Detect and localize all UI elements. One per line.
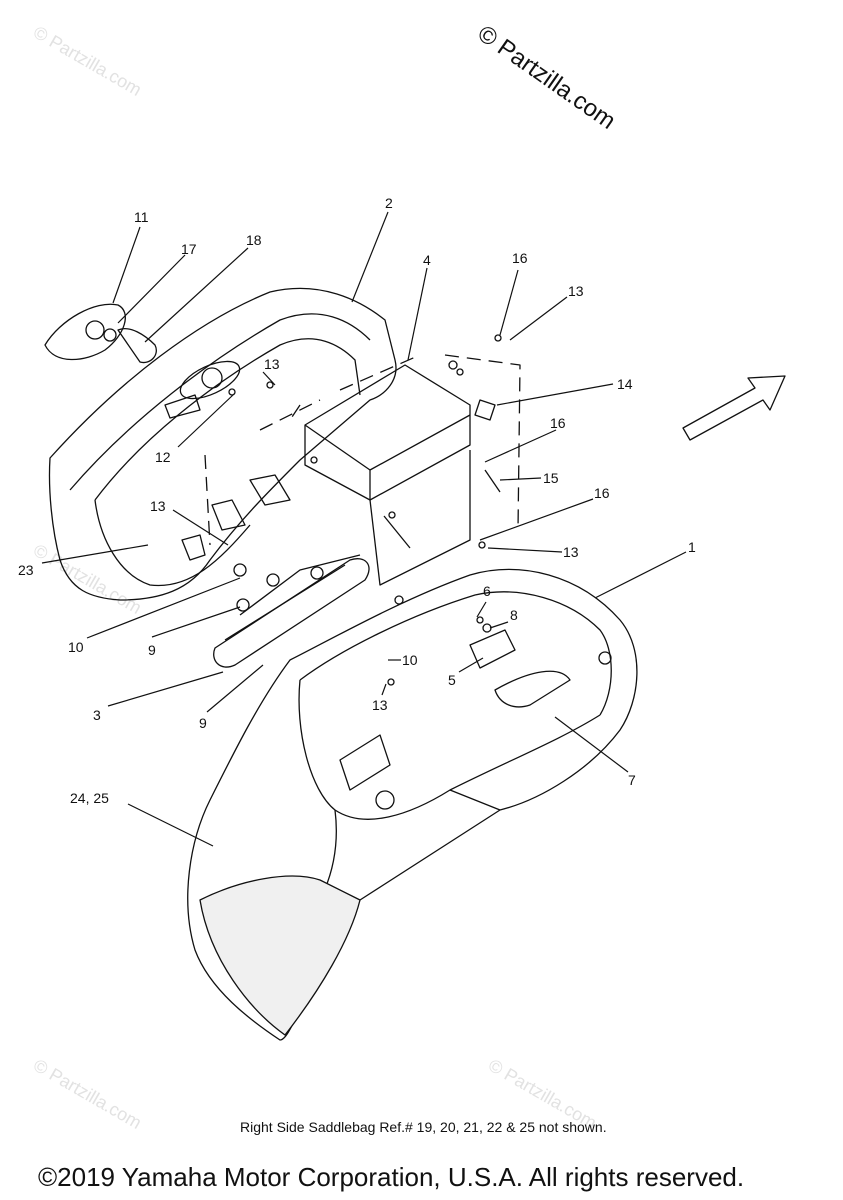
callout-13: 13 [568, 283, 584, 299]
callout-16: 16 [594, 485, 610, 501]
callout-16: 16 [550, 415, 566, 431]
callout-7: 7 [628, 772, 636, 788]
callout-2: 2 [385, 195, 393, 211]
callout-1: 1 [688, 539, 696, 555]
callout-12: 12 [155, 449, 171, 465]
callout-15: 15 [543, 470, 559, 486]
callout-23: 23 [18, 562, 34, 578]
saddlebag-lid [48, 287, 397, 601]
callout-9: 9 [148, 642, 156, 658]
callout-18: 18 [246, 232, 262, 248]
callout-16: 16 [512, 250, 528, 266]
callout-4: 4 [423, 252, 431, 268]
callout-11: 11 [134, 209, 149, 225]
callout-13: 13 [563, 544, 579, 560]
callout-5: 5 [448, 672, 456, 688]
callout-17: 17 [181, 241, 197, 257]
hinge-bar [213, 558, 370, 668]
callout-8: 8 [510, 607, 518, 623]
copyright-notice: ©2019 Yamaha Motor Corporation, U.S.A. A… [38, 1162, 745, 1192]
callout-6: 6 [483, 583, 491, 599]
inner-liner [304, 364, 471, 501]
callout-13: 13 [264, 356, 280, 372]
callout-10: 10 [68, 639, 84, 655]
callout-10: 10 [402, 652, 418, 668]
callout-9: 9 [199, 715, 207, 731]
callout-13: 13 [150, 498, 166, 514]
lock-cover [44, 303, 126, 361]
callout-14: 14 [617, 376, 633, 392]
callout-24-25: 24, 25 [70, 790, 109, 806]
callout-13: 13 [372, 697, 388, 713]
callout-3: 3 [93, 707, 101, 723]
direction-arrow [682, 375, 786, 441]
not-shown-note: Right Side Saddlebag Ref.# 19, 20, 21, 2… [240, 1119, 607, 1135]
